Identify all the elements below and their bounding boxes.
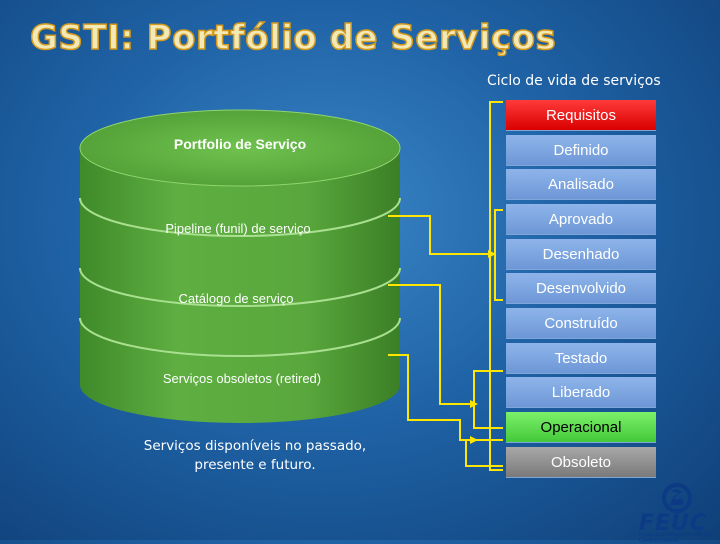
stage-aprovado: Aprovado	[506, 204, 656, 235]
layer-retired: Serviços obsoletos (retired)	[162, 371, 322, 386]
connector-retired	[388, 354, 470, 441]
stage-analisado: Analisado	[506, 169, 656, 200]
bracket-pipeline	[494, 209, 503, 301]
cylinder-top	[79, 109, 401, 187]
stage-desenvolvido: Desenvolvido	[506, 273, 656, 304]
layer-divider-3	[79, 317, 401, 357]
bracket-portfolio	[489, 101, 503, 471]
stage-construido: Construído	[506, 308, 656, 339]
caption-line-1: Serviços disponíveis no passado,	[143, 438, 367, 454]
bracket-retired	[465, 439, 503, 467]
stage-desenhado: Desenhado	[506, 239, 656, 270]
stage-definido: Definido	[506, 135, 656, 166]
caption: Serviços disponíveis no passado, present…	[120, 437, 390, 475]
stage-obsoleto: Obsoleto	[506, 447, 656, 478]
stage-liberado: Liberado	[506, 377, 656, 408]
layer-divider-2	[79, 267, 401, 307]
arrow-retired	[470, 436, 478, 444]
layer-catalog: Catálogo de serviço	[178, 291, 294, 306]
stage-requisitos: Requisitos	[506, 100, 656, 131]
layer-divider-1	[79, 197, 401, 237]
layer-pipeline: Pipeline (funil) de serviço	[165, 221, 311, 236]
connector-pipeline	[388, 215, 488, 255]
bracket-catalog	[473, 370, 503, 429]
caption-line-2: presente e futuro.	[194, 457, 316, 473]
arrow-catalog	[470, 400, 478, 408]
slide-title: GSTI: Portfólio de Serviços	[29, 17, 557, 59]
lifecycle-title: Ciclo de vida de serviços	[487, 73, 661, 89]
feuc-logo-subtitle: Fundação Educacional Unificada Campogran…	[639, 532, 713, 544]
cylinder-body	[80, 148, 400, 423]
stage-operacional: Operacional	[506, 412, 656, 443]
feuc-logo-text: FEUC	[639, 511, 708, 536]
stage-testado: Testado	[506, 343, 656, 374]
feuc-logo	[662, 483, 692, 513]
portfolio-header: Portfolio de Serviço	[173, 136, 307, 152]
arrow-pipeline	[488, 250, 496, 258]
connector-catalog	[388, 284, 470, 405]
